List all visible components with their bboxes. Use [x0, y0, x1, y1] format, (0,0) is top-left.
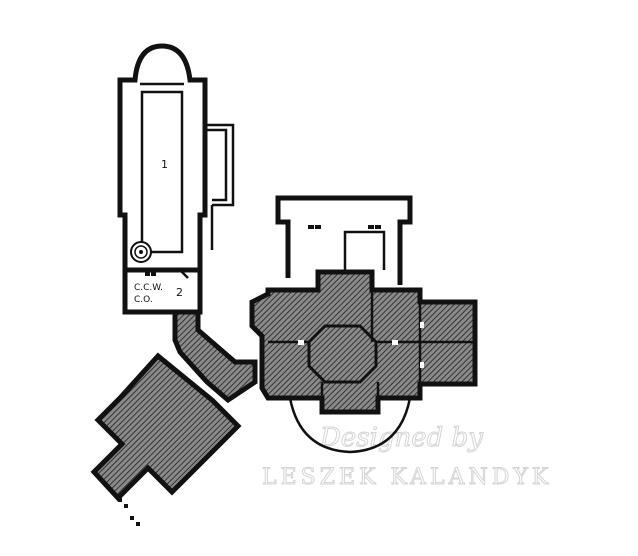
lower-left-hatched-wing — [90, 352, 242, 502]
plan-dot — [130, 516, 134, 520]
co-label: C.O. — [134, 295, 153, 305]
watermark-name-text: LESZEK KALANDYK — [262, 465, 552, 490]
room-1-label: 1 — [161, 158, 168, 171]
plan-dot — [136, 522, 140, 526]
watermark: Designed by LESZEK KALANDYK — [262, 423, 552, 491]
door-gap — [392, 340, 398, 345]
fixture-mark — [145, 272, 150, 276]
room-2-label: 2 — [176, 286, 183, 299]
connecting-corridor — [172, 309, 258, 404]
door-swing — [179, 269, 189, 279]
nave-outer-wall — [117, 43, 208, 310]
room-1-inner-outline — [140, 90, 184, 254]
room-2-wall — [122, 268, 203, 315]
door-gap — [420, 322, 424, 328]
ccw-label: C.C.W. — [134, 283, 163, 293]
south-apse-outline — [288, 397, 412, 454]
spiral-stair — [130, 241, 152, 263]
watermark-script-text: Designed by — [319, 423, 483, 453]
right-wing — [249, 195, 478, 454]
corridor-diagonal — [172, 309, 258, 404]
door-gap — [298, 340, 304, 345]
upper-hall-inner-room — [343, 230, 386, 270]
central-dome-octagon — [307, 324, 378, 384]
nave-side-annex — [205, 123, 235, 250]
fixture-mark — [368, 225, 374, 229]
fixture-mark — [308, 225, 314, 229]
fixture-mark — [151, 272, 156, 276]
plan-dot — [124, 504, 128, 508]
left-wing: 1 2 C.C.W. C.O. — [117, 43, 235, 315]
fixture-mark — [375, 225, 381, 229]
door-gap — [420, 362, 424, 368]
upper-hall-wall — [275, 195, 413, 285]
fixture-mark — [315, 225, 321, 229]
lower-left-block — [90, 352, 242, 502]
plan-dot — [118, 498, 122, 502]
